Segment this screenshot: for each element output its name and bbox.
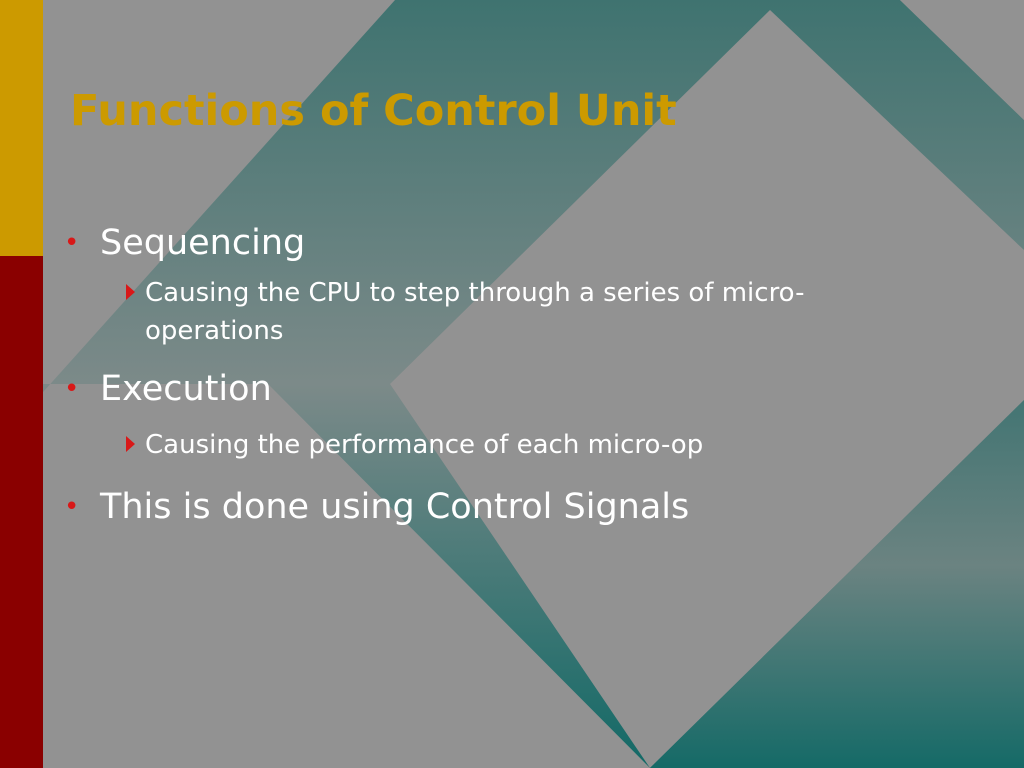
sub-bullet-text: Causing the performance of each micro-op xyxy=(145,430,704,460)
slide-title: Functions of Control Unit xyxy=(70,86,677,136)
bullet-dot-icon: • xyxy=(64,492,80,522)
bullet-dot-icon: • xyxy=(64,228,80,258)
bullet-item: • Execution xyxy=(60,368,960,410)
gray-diamond-shape xyxy=(390,10,1024,768)
triangle-right-icon xyxy=(126,436,135,452)
left-accent-bar-gold xyxy=(0,0,43,256)
bullet-text: This is done using Control Signals xyxy=(100,487,690,527)
teal-bottom-right-shape xyxy=(650,400,1024,768)
bullet-dot-icon: • xyxy=(64,374,80,404)
triangle-right-icon xyxy=(126,284,135,300)
slide-body: • Sequencing Causing the CPU to step thr… xyxy=(60,222,960,528)
bullet-text: Sequencing xyxy=(100,223,306,263)
bullet-item: • This is done using Control Signals xyxy=(60,486,960,528)
bullet-item: • Sequencing xyxy=(60,222,960,264)
sub-bullet-item: Causing the CPU to step through a series… xyxy=(60,274,925,350)
sub-bullet-item: Causing the performance of each micro-op xyxy=(60,426,925,464)
bullet-text: Execution xyxy=(100,369,272,409)
left-accent-bar-red xyxy=(0,256,43,768)
gray-corner-triangle xyxy=(900,0,1024,120)
sub-bullet-text: Causing the CPU to step through a series… xyxy=(145,278,805,346)
